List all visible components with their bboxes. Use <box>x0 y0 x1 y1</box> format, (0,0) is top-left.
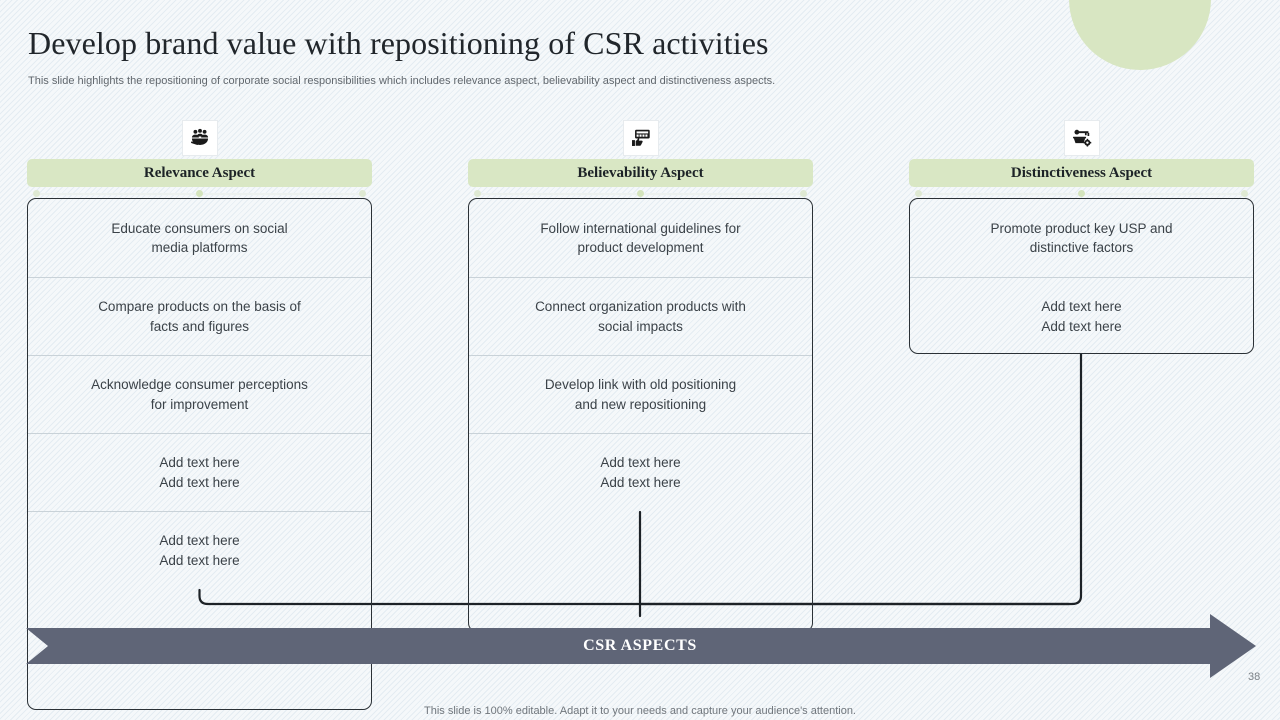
aspect-row: Add text here Add text here <box>910 277 1253 353</box>
aspect-panel-relevance: Educate consumers on social media platfo… <box>27 198 372 710</box>
aspect-row: Connect organization products with socia… <box>469 277 812 355</box>
aspect-row: Promote product key USP and distinctive … <box>910 199 1253 277</box>
footer-note: This slide is 100% editable. Adapt it to… <box>424 705 856 717</box>
aspect-panel-believability: Follow international guidelines for prod… <box>468 198 813 632</box>
people-group-icon <box>181 120 218 156</box>
aspect-row: Develop link with old positioning and ne… <box>469 355 812 433</box>
page-subtitle: This slide highlights the repositioning … <box>28 75 776 87</box>
key-gear-icon <box>1063 120 1100 156</box>
aspect-header-believability: Believability Aspect <box>468 159 813 187</box>
row-text: Educate consumers on social media platfo… <box>111 220 288 255</box>
row-text: Connect organization products with socia… <box>535 299 746 334</box>
screen-thumbs-up-icon <box>622 120 659 156</box>
row-text: Acknowledge consumer perceptions for imp… <box>91 377 308 412</box>
row-text: Add text here Add text here <box>159 533 240 568</box>
decorative-circle <box>1069 0 1211 70</box>
csr-aspects-label: CSR ASPECTS <box>583 637 697 654</box>
aspect-row: Add text here Add text here <box>469 433 812 511</box>
aspect-row: Acknowledge consumer perceptions for imp… <box>28 355 371 433</box>
row-text: Compare products on the basis of facts a… <box>98 299 301 334</box>
aspect-header-relevance: Relevance Aspect <box>27 159 372 187</box>
aspect-row: Add text here Add text here <box>28 511 371 589</box>
row-text: Follow international guidelines for prod… <box>540 220 741 255</box>
csr-aspects-banner <box>0 612 1280 680</box>
row-text: Add text here Add text here <box>159 455 240 490</box>
row-text: Add text here Add text here <box>1041 299 1122 334</box>
page-title: Develop brand value with repositioning o… <box>28 25 769 61</box>
row-text: Add text here Add text here <box>600 455 681 490</box>
header-rail <box>33 190 366 197</box>
header-rail <box>915 190 1248 197</box>
row-text: Promote product key USP and distinctive … <box>990 220 1173 255</box>
aspect-header-distinctiveness: Distinctiveness Aspect <box>909 159 1254 187</box>
aspect-row: Follow international guidelines for prod… <box>469 199 812 277</box>
row-text: Develop link with old positioning and ne… <box>544 377 737 412</box>
aspect-row: Educate consumers on social media platfo… <box>28 199 371 277</box>
aspect-row: Compare products on the basis of facts a… <box>28 277 371 355</box>
page-number: 38 <box>1248 671 1261 683</box>
aspect-panel-distinctiveness: Promote product key USP and distinctive … <box>909 198 1254 354</box>
aspect-row: Add text here Add text here <box>28 433 371 511</box>
header-rail <box>474 190 807 197</box>
